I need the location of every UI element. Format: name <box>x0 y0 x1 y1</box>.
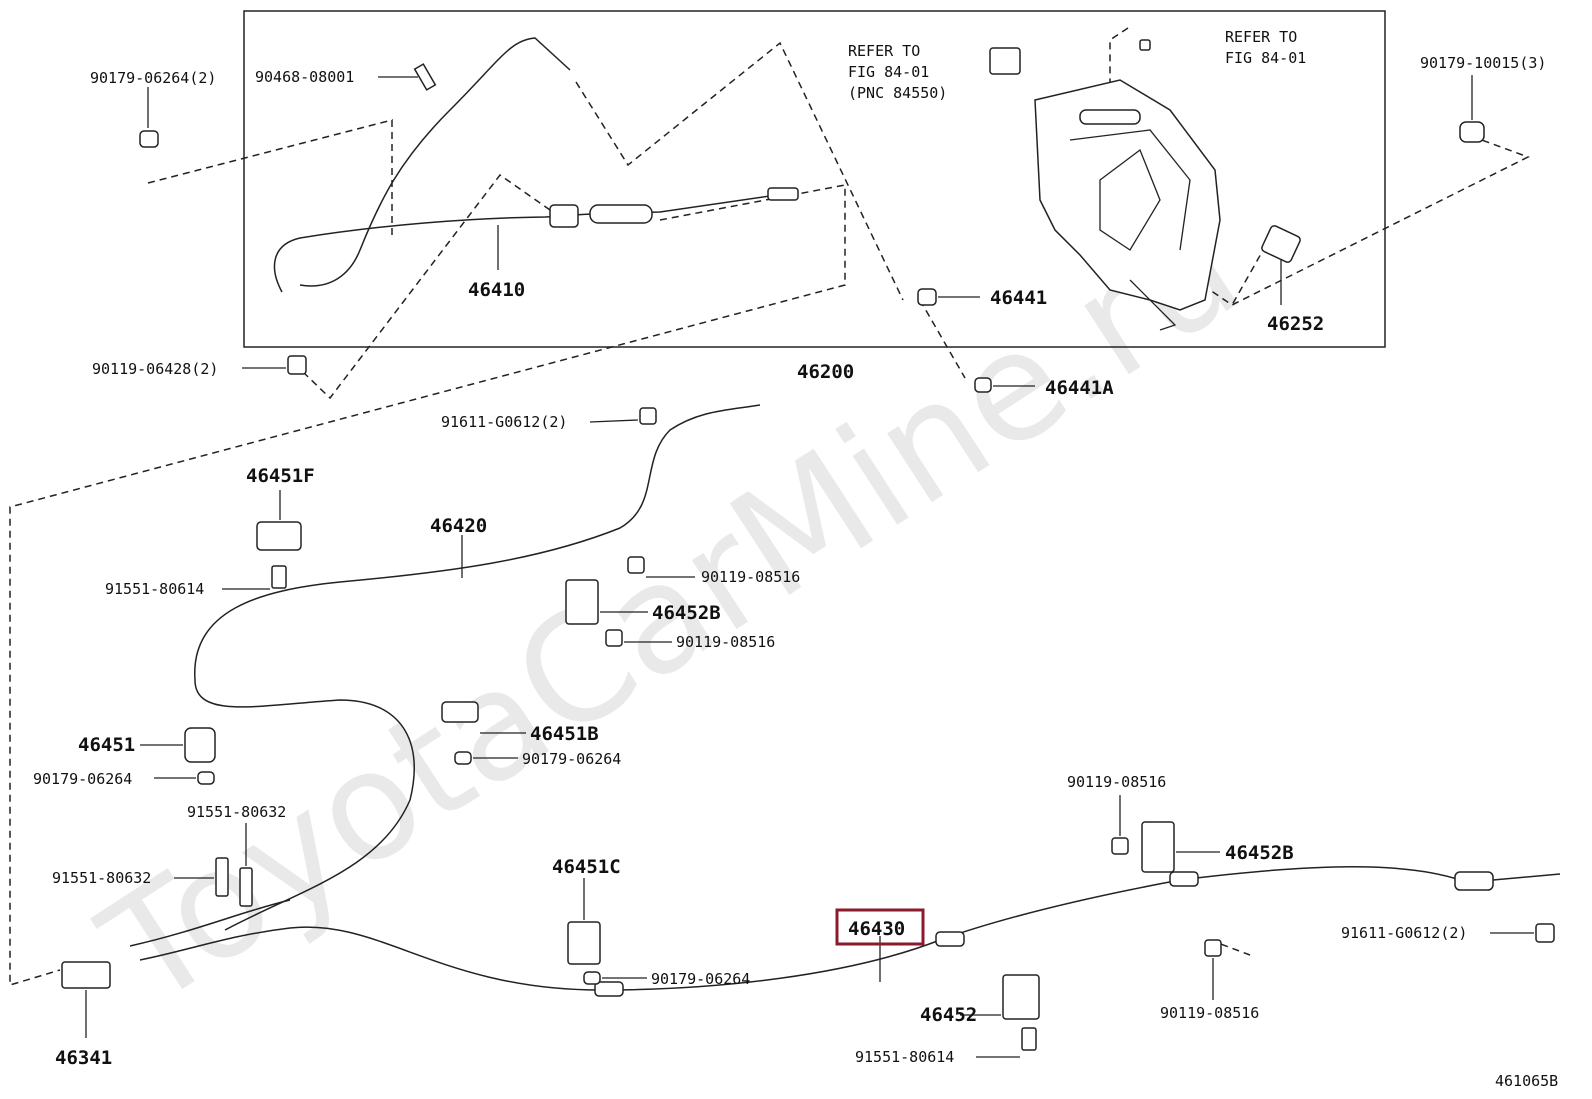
bolt-90119-06428 <box>287 355 307 375</box>
label-refer1-line1[interactable]: REFER TO <box>848 42 920 60</box>
bolt-small-top <box>1139 39 1151 51</box>
bolt-91551-80614-top <box>271 565 287 589</box>
nut-90179-10015 <box>1459 121 1485 143</box>
cover-46252 <box>1261 225 1301 263</box>
cable-46410 <box>273 195 771 293</box>
label-90119-08516-a[interactable]: 90119-08516 <box>701 568 800 586</box>
bolt-90119-08516-a <box>627 556 645 574</box>
nut-90179-06264-2 <box>139 130 159 148</box>
cable-46420-lower <box>129 899 291 947</box>
bolt-91611-g0612-top <box>639 407 657 425</box>
dash-line-right <box>1209 131 1530 306</box>
label-90179-06264-left[interactable]: 90179-06264 <box>33 770 132 788</box>
dash-line-top-left <box>147 119 393 235</box>
label-46451b[interactable]: 46451B <box>530 723 599 745</box>
label-91551-80632-left[interactable]: 91551-80632 <box>52 869 151 887</box>
label-46341[interactable]: 46341 <box>55 1047 112 1069</box>
bolt-91551-80632-a <box>215 857 229 897</box>
dash-line-center-right <box>9 184 846 987</box>
bolt-90119-08516-d <box>1204 939 1222 957</box>
dash-line-46441 <box>919 299 966 379</box>
bolt-91551-80614-bottom <box>1021 1027 1037 1051</box>
label-46441[interactable]: 46441 <box>990 287 1047 309</box>
bracket-46452b-right <box>1141 821 1175 873</box>
label-refer2-line1[interactable]: REFER TO <box>1225 28 1297 46</box>
label-90179-06264-2[interactable]: 90179-06264(2) <box>90 69 216 87</box>
label-46452[interactable]: 46452 <box>920 1004 977 1026</box>
bolt-90119-08516-b <box>605 629 623 647</box>
ratchet-spring <box>1079 109 1141 125</box>
label-refer1-line2[interactable]: FIG 84-01 <box>848 63 929 81</box>
label-refer2-line2[interactable]: FIG 84-01 <box>1225 49 1306 67</box>
label-46420[interactable]: 46420 <box>430 515 487 537</box>
clamp-46451c <box>567 921 601 965</box>
clamp-46451b <box>441 701 479 723</box>
label-90119-08516-b[interactable]: 90119-08516 <box>676 633 775 651</box>
bolt-91551-80632-b <box>239 867 253 907</box>
brake-lever-bracket <box>1034 79 1221 311</box>
label-90179-06264-mid[interactable]: 90179-06264 <box>522 750 621 768</box>
label-90468-08001[interactable]: 90468-08001 <box>255 68 354 86</box>
cable-46420 <box>194 404 761 931</box>
label-46451c[interactable]: 46451C <box>552 856 621 878</box>
label-90119-08516-c[interactable]: 90119-08516 <box>1067 773 1166 791</box>
label-90179-06264-bottom[interactable]: 90179-06264 <box>651 970 750 988</box>
label-46451f[interactable]: 46451F <box>246 465 315 487</box>
label-90179-10015-3[interactable]: 90179-10015(3) <box>1420 54 1546 72</box>
cable-sleeve-1 <box>594 981 624 997</box>
grommet-46441a <box>974 377 992 393</box>
bracket-46452 <box>1002 974 1040 1020</box>
label-91551-80632-top[interactable]: 91551-80632 <box>187 803 286 821</box>
cable-end-46410 <box>767 187 799 201</box>
highlight-46430 <box>835 908 925 946</box>
label-46452b-right[interactable]: 46452B <box>1225 842 1294 864</box>
clip-90468-08001 <box>413 63 437 91</box>
cable-46410-upper <box>299 37 571 287</box>
label-91551-80614-top[interactable]: 91551-80614 <box>105 580 204 598</box>
label-91611-g0612-2-top[interactable]: 91611-G0612(2) <box>441 413 567 431</box>
dash-line-center <box>302 173 551 400</box>
cable-boot-46410 <box>589 204 653 224</box>
nut-90179-06264-mid <box>454 751 472 765</box>
dash-line-zigzag-top <box>575 41 904 301</box>
switch-84550 <box>989 47 1021 75</box>
bracket-detail <box>1069 129 1191 331</box>
label-91611-g0612-2-right[interactable]: 91611-G0612(2) <box>1341 924 1467 942</box>
clamp-46451 <box>184 727 216 763</box>
label-46410[interactable]: 46410 <box>468 279 525 301</box>
bracket-46452b-top <box>565 579 599 625</box>
cable-end-46430 <box>1454 871 1494 891</box>
leader-91611-g0612-top <box>589 419 639 423</box>
label-46252[interactable]: 46252 <box>1267 313 1324 335</box>
bolt-90119-08516-c <box>1111 837 1129 855</box>
cable-clamp-46410 <box>549 204 579 228</box>
label-90119-08516-d[interactable]: 90119-08516 <box>1160 1004 1259 1022</box>
diagram-id: 461065B <box>1495 1072 1558 1090</box>
label-91551-80614-bottom[interactable]: 91551-80614 <box>855 1048 954 1066</box>
grommet-46441 <box>917 288 937 306</box>
nut-90179-06264-left <box>197 771 215 785</box>
label-refer1-line3[interactable]: (PNC 84550) <box>848 84 947 102</box>
nut-90179-06264-bottom <box>583 971 601 985</box>
label-46200[interactable]: 46200 <box>797 361 854 383</box>
label-46452b-top[interactable]: 46452B <box>652 602 721 624</box>
cable-sleeve-2 <box>935 931 965 947</box>
label-46430[interactable]: 46430 <box>848 918 905 940</box>
label-90119-06428-2[interactable]: 90119-06428(2) <box>92 360 218 378</box>
assembly-frame <box>243 10 1386 348</box>
cable-46430 <box>139 866 1461 991</box>
clamp-46451f <box>256 521 302 551</box>
label-46441a[interactable]: 46441A <box>1045 377 1114 399</box>
bolt-91611-g0612-right <box>1535 923 1555 943</box>
label-46451[interactable]: 46451 <box>78 734 135 756</box>
cable-end-rod-46430 <box>1492 873 1561 881</box>
bracket-46341 <box>61 961 111 989</box>
cable-sleeve-3 <box>1169 871 1199 887</box>
